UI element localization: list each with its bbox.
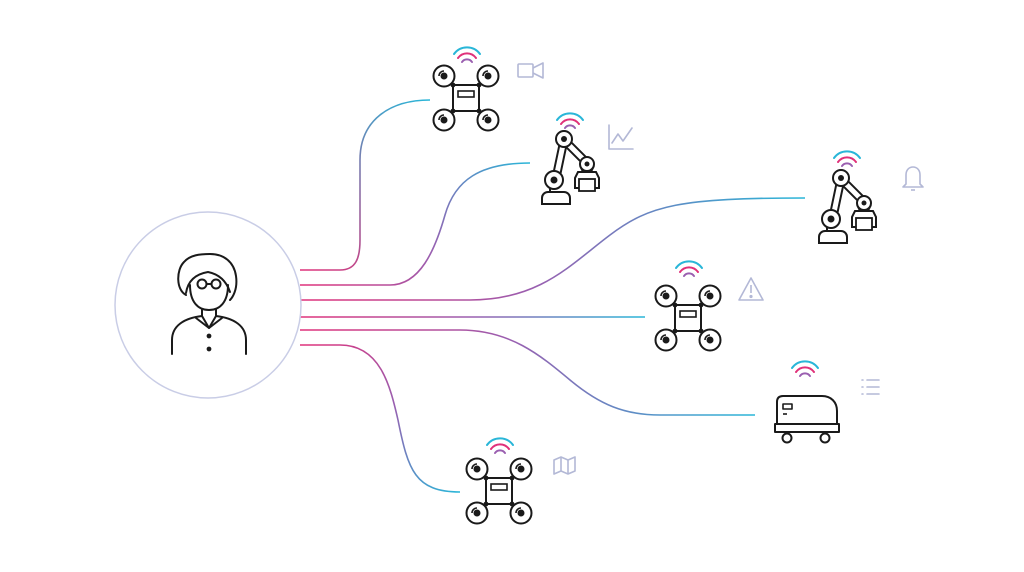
warning-triangle-icon bbox=[738, 277, 764, 301]
connection-line-arm-right bbox=[300, 197, 806, 301]
connection-lines bbox=[300, 99, 806, 493]
connection-line-arm-upper bbox=[300, 162, 531, 286]
arm-upper[interactable] bbox=[542, 112, 634, 204]
video-camera-icon bbox=[517, 62, 544, 79]
connection-line-drone-top bbox=[300, 99, 431, 271]
bell-icon bbox=[902, 166, 924, 191]
operator-node bbox=[114, 211, 302, 399]
drone-top[interactable] bbox=[432, 46, 544, 132]
person-with-glasses-icon bbox=[171, 253, 247, 355]
drone-icon bbox=[654, 284, 722, 352]
drone-bottom[interactable] bbox=[465, 437, 576, 525]
delivery-cart-icon bbox=[774, 395, 840, 444]
wifi-signal-icon bbox=[833, 150, 861, 167]
drone-middle[interactable] bbox=[654, 260, 764, 352]
line-chart-icon bbox=[608, 124, 634, 150]
list-icon bbox=[861, 379, 880, 395]
connection-line-cart-right bbox=[300, 329, 755, 416]
wifi-signal-icon bbox=[791, 360, 819, 377]
robot-arm-icon bbox=[819, 170, 876, 243]
operator-circle bbox=[114, 211, 302, 399]
wifi-signal-icon bbox=[675, 260, 703, 277]
cart-right[interactable] bbox=[774, 360, 880, 444]
map-icon bbox=[553, 456, 576, 475]
wifi-signal-icon bbox=[453, 46, 481, 63]
connection-line-drone-bottom bbox=[300, 344, 461, 493]
drone-icon bbox=[432, 64, 500, 132]
arm-right[interactable] bbox=[819, 150, 924, 243]
wifi-signal-icon bbox=[556, 112, 584, 129]
drone-icon bbox=[465, 457, 533, 525]
robot-arm-icon bbox=[542, 131, 599, 204]
wifi-signal-icon bbox=[486, 437, 514, 454]
